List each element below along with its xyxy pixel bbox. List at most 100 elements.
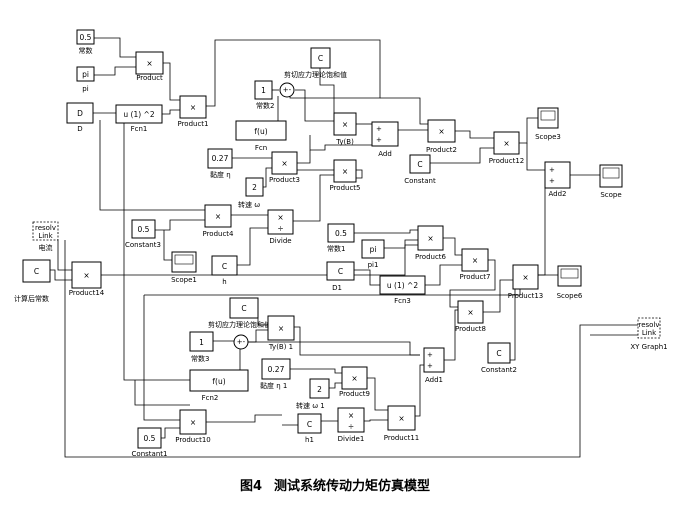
svg-text:÷: ÷	[277, 224, 283, 233]
ty-b1-block[interactable]: × Ty(B) 1	[267, 315, 295, 351]
svg-text:Product12: Product12	[489, 157, 525, 165]
divide1-block[interactable]: × ÷ Divide1	[337, 407, 365, 443]
ty-b-block[interactable]: × Ty(B)	[333, 112, 357, 146]
product-block[interactable]: × Product	[135, 51, 164, 82]
add-block[interactable]: + + Add	[371, 121, 399, 158]
const-block-pi1[interactable]: pi pi1	[361, 239, 385, 269]
svg-text:×: ×	[342, 120, 348, 129]
svg-text:+: +	[376, 125, 382, 133]
svg-text:D: D	[77, 109, 83, 118]
resolv-link-current[interactable]: resolv Link 电流	[32, 221, 59, 252]
const-block-h1[interactable]: C h1	[297, 413, 322, 444]
svg-text:Scope6: Scope6	[557, 292, 583, 300]
svg-text:Product8: Product8	[455, 325, 486, 333]
const-block-viscosity[interactable]: 0.27 黏度 η	[207, 148, 233, 179]
add2-block[interactable]: + + Add2	[544, 161, 571, 198]
svg-text:Constant1: Constant1	[132, 450, 168, 458]
constant2-block[interactable]: C Constant2	[481, 342, 517, 374]
svg-text:C: C	[222, 262, 227, 271]
svg-text:Add2: Add2	[548, 190, 566, 198]
resolv-link-xy[interactable]: resolv Link XY Graph1	[630, 317, 668, 351]
product7-block[interactable]: × Product7	[459, 248, 491, 281]
svg-text:C: C	[318, 54, 323, 63]
sum-block-1[interactable]: +-	[279, 82, 295, 98]
scope6-block[interactable]: Scope6	[557, 265, 583, 300]
fcn3-block[interactable]: u (1) ^2 Fcn3	[379, 275, 426, 305]
const-block-shear2[interactable]: C 剪切应力理论饱和值	[208, 297, 271, 329]
svg-text:×: ×	[351, 374, 357, 383]
const-block-shear[interactable]: C 剪切应力理论饱和值	[284, 47, 347, 79]
svg-text:Fcn: Fcn	[255, 144, 267, 152]
svg-text:Divide1: Divide1	[338, 435, 365, 443]
svg-text:Constant2: Constant2	[481, 366, 517, 374]
const-block-h[interactable]: C h	[211, 255, 238, 286]
svg-text:pi: pi	[82, 85, 88, 93]
const-block-speed1[interactable]: 2 转速 ω 1	[296, 378, 330, 410]
product1-block[interactable]: × Product1	[177, 95, 209, 128]
divide-block[interactable]: × ÷ Divide	[267, 209, 294, 245]
fcn-block[interactable]: f(u) Fcn	[235, 120, 287, 152]
svg-text:+: +	[549, 166, 555, 174]
scope1-block[interactable]: Scope1	[171, 251, 197, 284]
const-block-1b[interactable]: 1 常数3	[189, 331, 214, 363]
const-block-viscosity1[interactable]: 0.27 黏度 η 1	[260, 358, 291, 390]
svg-text:h1: h1	[305, 436, 314, 444]
product12-block[interactable]: × Product12	[489, 131, 525, 165]
constant3-block[interactable]: 0.5 Constant3	[125, 219, 161, 249]
const-block-d1[interactable]: C D1	[326, 261, 355, 292]
svg-text:0.5: 0.5	[138, 225, 150, 234]
scope3-block[interactable]: Scope3	[535, 107, 561, 141]
const-block-1[interactable]: 1 常数2	[254, 80, 274, 110]
constant-block[interactable]: C Constant	[404, 154, 436, 185]
svg-text:×: ×	[522, 273, 528, 282]
product3-block[interactable]: × Product3	[269, 151, 300, 184]
product6-block[interactable]: × Product6	[415, 225, 447, 261]
svg-text:C: C	[34, 267, 39, 276]
const-block-pi-top[interactable]: pi pi	[76, 66, 95, 93]
svg-text:黏度 η 1: 黏度 η 1	[260, 381, 287, 390]
svg-text:Product: Product	[136, 74, 163, 82]
const-block-calc[interactable]: C 计算后常数	[14, 259, 51, 303]
svg-text:h: h	[222, 278, 226, 286]
svg-text:÷: ÷	[348, 422, 354, 431]
add1-block[interactable]: + + Add1	[423, 347, 445, 384]
svg-text:×: ×	[467, 308, 473, 317]
svg-text:1: 1	[261, 86, 266, 95]
svg-text:Add: Add	[378, 150, 392, 158]
product2-block[interactable]: × Product2	[426, 119, 457, 154]
svg-text:×: ×	[348, 411, 354, 420]
const-block-05-mid[interactable]: 0.5 常数1	[327, 223, 355, 253]
svg-text:Ty(B): Ty(B)	[335, 138, 354, 146]
sum-block-2[interactable]: +-	[233, 334, 249, 350]
scope-block[interactable]: Scope	[599, 164, 623, 199]
svg-text:Product1: Product1	[177, 120, 208, 128]
product10-block[interactable]: × Product10	[175, 409, 211, 444]
svg-text:×: ×	[190, 418, 196, 427]
svg-text:0.27: 0.27	[212, 154, 229, 163]
svg-text:剪切应力理论饱和值: 剪切应力理论饱和值	[208, 320, 271, 329]
svg-text:×: ×	[215, 212, 221, 221]
product8-block[interactable]: × Product8	[455, 300, 486, 333]
svg-text:0.5: 0.5	[80, 33, 92, 42]
svg-text:0.5: 0.5	[144, 434, 156, 443]
svg-text:×: ×	[190, 103, 196, 112]
product13-block[interactable]: × Product13	[508, 264, 544, 300]
constant1-block[interactable]: 0.5 Constant1	[132, 427, 168, 458]
svg-text:Product13: Product13	[508, 292, 544, 300]
svg-text:×: ×	[277, 213, 283, 222]
const-block-d[interactable]: D D	[66, 102, 94, 133]
svg-text:2: 2	[317, 385, 322, 394]
const-block-05-top[interactable]: 0.5 常数	[76, 29, 95, 55]
svg-text:pi: pi	[370, 245, 377, 254]
product11-block[interactable]: × Product11	[384, 405, 420, 442]
const-block-speed[interactable]: 2 转速 ω	[238, 177, 264, 209]
fcn1-block[interactable]: u (1) ^2 Fcn1	[115, 104, 163, 133]
product4-block[interactable]: × Product4	[202, 204, 234, 238]
svg-text:测试系统传动力矩仿真模型: 测试系统传动力矩仿真模型	[274, 478, 430, 494]
product5-block[interactable]: × Product5	[329, 159, 361, 192]
fcn2-block[interactable]: f(u) Fcn2	[189, 369, 249, 402]
product14-block[interactable]: × Product14	[69, 261, 105, 297]
svg-text:Product10: Product10	[175, 436, 211, 444]
svg-text:电流: 电流	[39, 243, 53, 252]
product9-block[interactable]: × Product9	[339, 366, 370, 398]
